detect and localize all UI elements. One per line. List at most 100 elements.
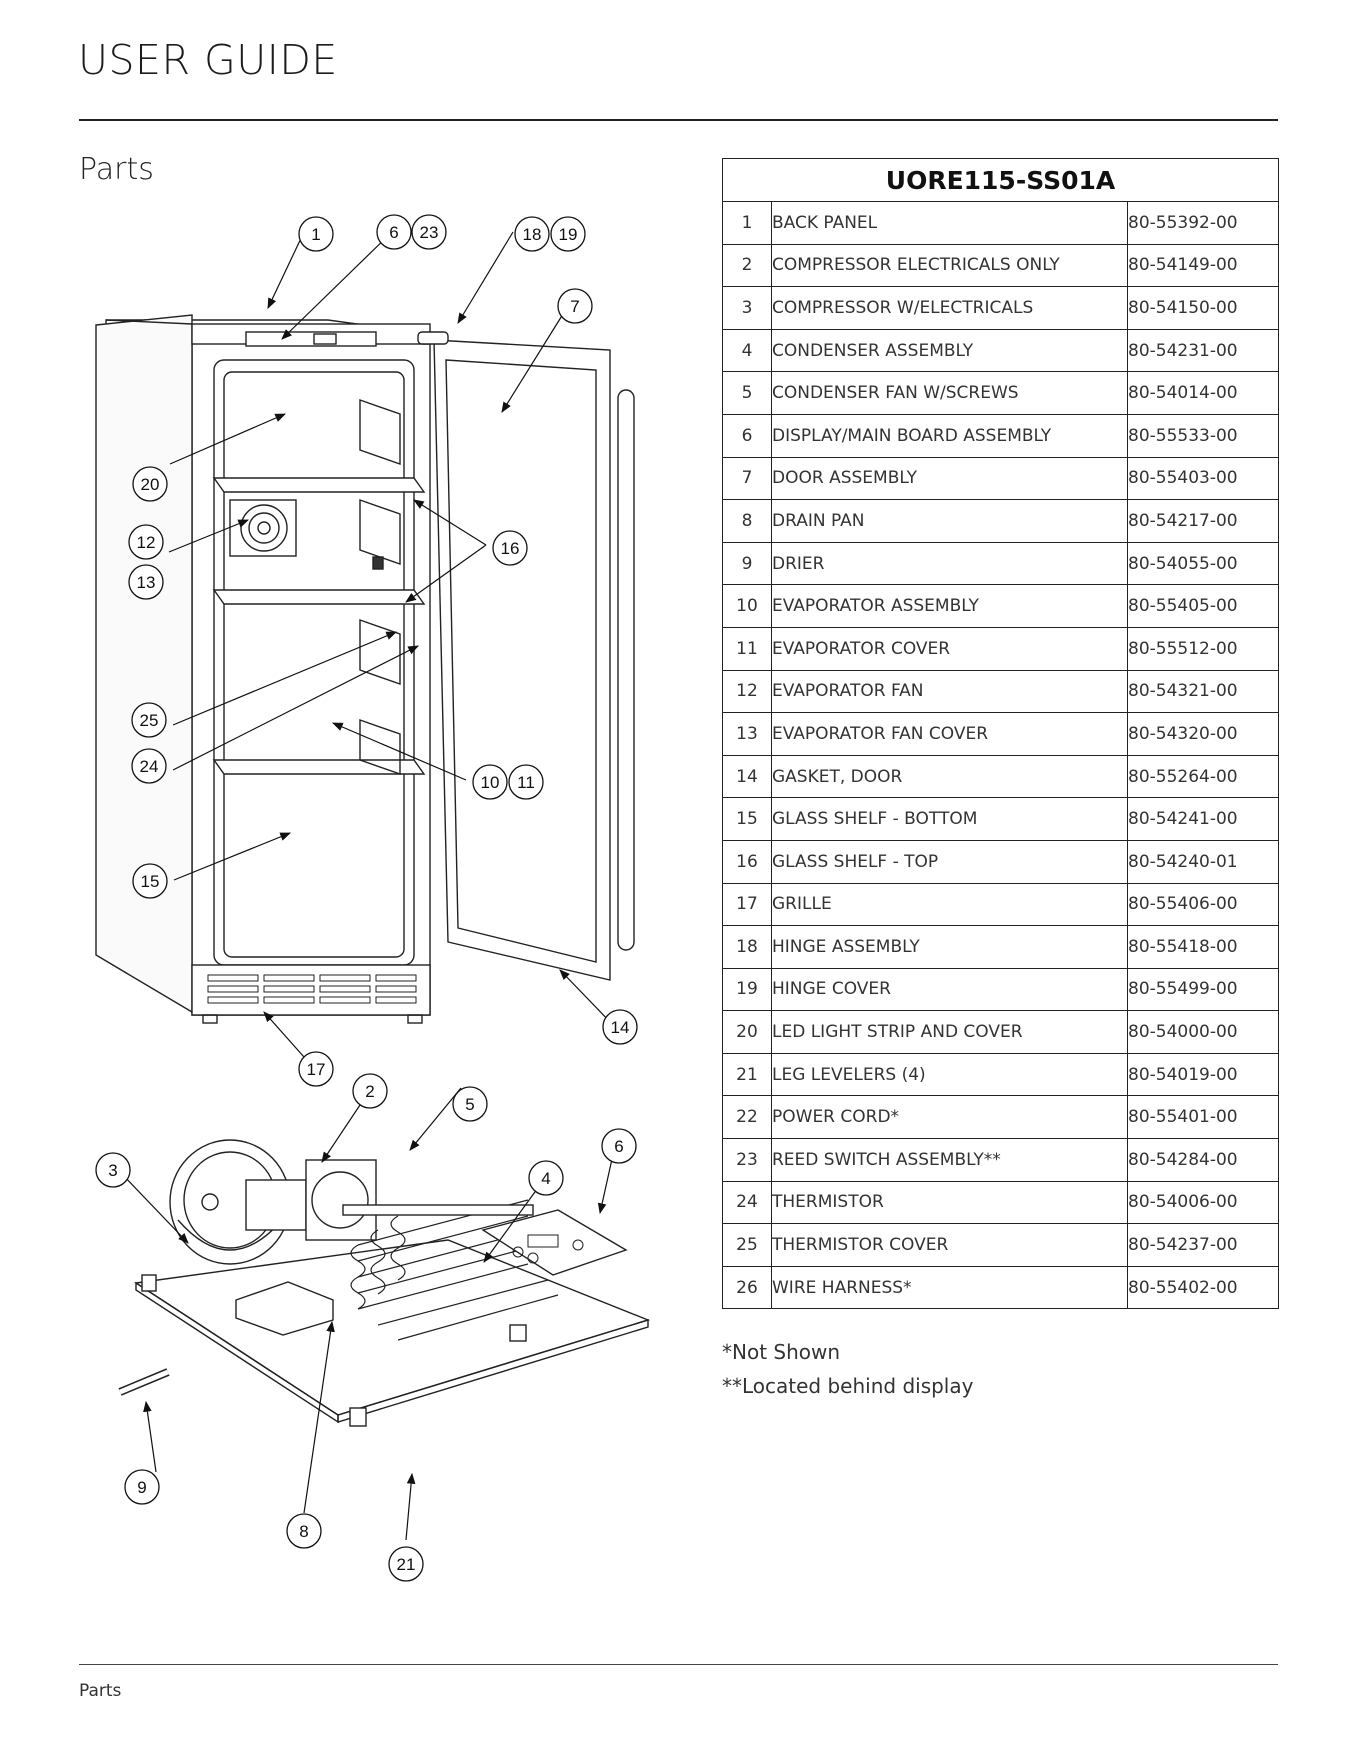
svg-text:18: 18 — [523, 225, 542, 244]
part-description: EVAPORATOR FAN COVER — [771, 712, 1128, 756]
leader-lines — [121, 229, 615, 1541]
part-number-index: 9 — [722, 541, 772, 586]
part-number-index: 13 — [722, 712, 772, 756]
part-number: 80-54006-00 — [1127, 1180, 1279, 1225]
svg-text:15: 15 — [141, 872, 160, 891]
callout-20: 20 — [132, 466, 168, 502]
part-number: 80-55533-00 — [1127, 413, 1279, 458]
svg-text:7: 7 — [570, 297, 579, 316]
svg-text:4: 4 — [541, 1169, 550, 1188]
part-number: 80-55406-00 — [1127, 882, 1279, 927]
part-description: CONDENSER ASSEMBLY — [771, 328, 1128, 373]
callout-19: 19 — [550, 216, 586, 252]
part-number-index: 21 — [722, 1052, 772, 1097]
svg-text:17: 17 — [307, 1060, 326, 1079]
callout-21: 21 — [388, 1546, 424, 1582]
part-description: CONDENSER FAN W/SCREWS — [771, 371, 1128, 415]
part-number: 80-54019-00 — [1127, 1052, 1279, 1097]
svg-text:19: 19 — [559, 225, 578, 244]
callout-17: 17 — [298, 1051, 334, 1087]
callout-11: 11 — [508, 764, 544, 800]
part-number-index: 6 — [722, 413, 772, 458]
footer-label: Parts — [79, 1681, 122, 1701]
svg-text:16: 16 — [501, 539, 520, 558]
svg-text:12: 12 — [137, 533, 156, 552]
part-number-index: 1 — [722, 201, 772, 245]
part-description: GASKET, DOOR — [771, 754, 1128, 799]
footer-rule — [79, 1664, 1278, 1665]
part-number-index: 11 — [722, 626, 772, 671]
svg-text:9: 9 — [137, 1478, 146, 1497]
part-description: WIRE HARNESS* — [771, 1265, 1128, 1310]
callout-2: 2 — [352, 1073, 388, 1109]
callout-10: 10 — [472, 764, 508, 800]
part-number: 80-54000-00 — [1127, 1010, 1279, 1054]
callout-24: 24 — [131, 748, 167, 784]
callout-15: 15 — [132, 863, 168, 899]
cabinet-drawing — [95, 314, 635, 1024]
callout-8: 8 — [286, 1513, 322, 1549]
svg-text:2: 2 — [365, 1082, 374, 1101]
part-description: BACK PANEL — [771, 201, 1128, 245]
part-number-index: 8 — [722, 499, 772, 543]
part-description: EVAPORATOR FAN — [771, 669, 1128, 714]
part-description: EVAPORATOR ASSEMBLY — [771, 584, 1128, 628]
callout-16: 16 — [492, 530, 528, 566]
part-number: 80-54240-01 — [1127, 839, 1279, 884]
svg-text:20: 20 — [141, 475, 160, 494]
callout-3: 3 — [95, 1152, 131, 1188]
part-number: 80-54237-00 — [1127, 1223, 1279, 1267]
svg-text:24: 24 — [140, 757, 159, 776]
part-description: THERMISTOR COVER — [771, 1223, 1128, 1267]
part-number-index: 10 — [722, 584, 772, 628]
part-number: 80-55418-00 — [1127, 925, 1279, 969]
part-number: 80-54231-00 — [1127, 328, 1279, 373]
part-description: LED LIGHT STRIP AND COVER — [771, 1010, 1128, 1054]
part-number-index: 18 — [722, 925, 772, 969]
part-number: 80-55403-00 — [1127, 456, 1279, 501]
part-number-index: 4 — [722, 328, 772, 373]
part-number-index: 15 — [722, 797, 772, 841]
svg-text:8: 8 — [299, 1522, 308, 1541]
part-description: GLASS SHELF - TOP — [771, 839, 1128, 884]
part-number-index: 26 — [722, 1265, 772, 1310]
callout-12: 12 — [128, 524, 164, 560]
svg-text:10: 10 — [481, 773, 500, 792]
part-description: DISPLAY/MAIN BOARD ASSEMBLY — [771, 413, 1128, 458]
callout-5: 5 — [452, 1086, 488, 1122]
part-number: 80-55499-00 — [1127, 967, 1279, 1012]
callout-4: 4 — [528, 1160, 564, 1196]
part-number: 80-55402-00 — [1127, 1265, 1279, 1310]
svg-text:6: 6 — [614, 1137, 623, 1156]
svg-text:14: 14 — [611, 1018, 630, 1037]
callout-1: 1 — [298, 216, 334, 252]
svg-text:3: 3 — [108, 1161, 117, 1180]
part-number-index: 19 — [722, 967, 772, 1012]
machine-compartment-drawing — [118, 1139, 651, 1427]
part-description: DRIER — [771, 541, 1128, 586]
svg-text:11: 11 — [517, 773, 535, 792]
svg-text:21: 21 — [397, 1555, 416, 1574]
header-rule — [79, 119, 1278, 121]
part-number-index: 24 — [722, 1180, 772, 1225]
part-description: COMPRESSOR W/ELECTRICALS — [771, 286, 1128, 330]
part-number-index: 16 — [722, 839, 772, 884]
part-description: GLASS SHELF - BOTTOM — [771, 797, 1128, 841]
part-number: 80-54014-00 — [1127, 371, 1279, 415]
